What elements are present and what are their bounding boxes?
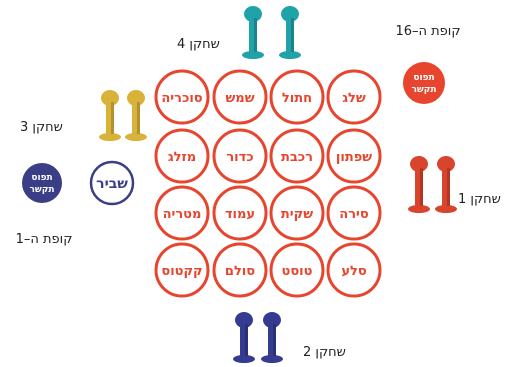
word-circle-drawn[interactable]: שביר [89, 160, 135, 206]
grid-cell-word: כדור [226, 150, 253, 165]
word-circle-text: שביר [96, 176, 128, 192]
grid-cell-circle [326, 128, 382, 184]
pawn-icon [279, 6, 301, 59]
grid-cell-word: סוכריה [161, 91, 202, 106]
yellow-player-pieces[interactable] [99, 90, 147, 141]
red-player-pieces[interactable] [408, 156, 457, 213]
pile-16-label: קופת ה–16 [395, 24, 461, 39]
grid-cell-word: שמש [225, 91, 254, 106]
grid-cell-word: מטריה [163, 207, 202, 222]
grid-cell-circle [269, 185, 325, 241]
grid-cell-word: מזלג [168, 150, 196, 165]
grid-cell-circle [326, 185, 382, 241]
player-4-label: שחקן 4 [177, 37, 220, 52]
grid-cell-circle [212, 128, 268, 184]
grid-cell-word: שקית [281, 207, 313, 222]
grid-cell-circle [269, 242, 325, 298]
grid-cell[interactable]: סירה [326, 185, 382, 241]
pawn-icon [125, 90, 147, 141]
grid-cell-word: קקטוס [161, 264, 202, 279]
grid-cell-word: סלע [341, 264, 367, 279]
pawn-icon [261, 312, 283, 363]
grid-cell[interactable]: שלג [326, 69, 382, 125]
grid-cell-circle [269, 128, 325, 184]
pile-1-label: קופת ה–1 [15, 232, 73, 247]
grid-cell[interactable]: שמש [212, 69, 268, 125]
grid-cell-circle [212, 69, 268, 125]
grid-cell-circle [212, 242, 268, 298]
blue-player-pieces[interactable] [233, 312, 283, 363]
grid-cell-circle [154, 242, 210, 298]
grid-cell[interactable]: חתול [269, 69, 325, 125]
grid-cell-word: טוסט [282, 264, 313, 279]
pile-16-token[interactable]: תפוס תקשר [403, 62, 445, 104]
grid-cell[interactable]: שפתון [326, 128, 382, 184]
grid-cell-word: שלג [342, 91, 366, 106]
grid-cell-word: חתול [282, 91, 312, 106]
pile-16-token-top: תפוס [413, 73, 434, 83]
grid-cell[interactable]: עמוד [212, 185, 268, 241]
grid-cell[interactable]: מטריה [154, 185, 210, 241]
player-3-label: שחקן 3 [20, 120, 63, 135]
grid-cell[interactable]: סולם [212, 242, 268, 298]
grid-cell-word: סולם [225, 264, 255, 279]
grid-cell-word: עמוד [225, 207, 255, 222]
pawn-icon [242, 6, 264, 59]
pile-1-token-bottom: תקשר [29, 185, 54, 195]
grid-cell[interactable]: מזלג [154, 128, 210, 184]
pile-1-token[interactable]: תפוס תקשר [22, 163, 62, 203]
grid-cell-circle [154, 128, 210, 184]
teal-player-pieces[interactable] [242, 6, 301, 59]
grid-cell[interactable]: קקטוס [154, 242, 210, 298]
pile-1-token-top: תפוס [31, 173, 52, 183]
grid-cell[interactable]: סוכריה [154, 69, 210, 125]
grid-cell-word: שפתון [336, 150, 372, 165]
pawn-icon [408, 156, 430, 213]
grid-cell[interactable]: שקית [269, 185, 325, 241]
grid-cell[interactable]: כדור [212, 128, 268, 184]
pawn-icon [435, 156, 457, 213]
grid-cell-circle [269, 69, 325, 125]
grid-cell-circle [154, 69, 210, 125]
grid-cell-circle [212, 185, 268, 241]
grid-cell-circle [326, 242, 382, 298]
player-2-label: שחקן 2 [303, 345, 346, 360]
grid-cell[interactable]: טוסט [269, 242, 325, 298]
word-grid: שלג חתול שמש סוכריה שפתון רכבת כדור מזלג סירה שקי… [154, 69, 382, 298]
grid-cell-word: סירה [339, 207, 369, 222]
pawn-icon [99, 90, 121, 141]
grid-cell-word: רכבת [281, 150, 313, 165]
pile-16-token-bottom: תקשר [411, 85, 436, 95]
grid-cell-circle [326, 69, 382, 125]
grid-cell-circle [154, 185, 210, 241]
grid-cell[interactable]: סלע [326, 242, 382, 298]
grid-cell[interactable]: רכבת [269, 128, 325, 184]
pawn-icon [233, 312, 255, 363]
player-1-label: שחקן 1 [458, 192, 501, 207]
